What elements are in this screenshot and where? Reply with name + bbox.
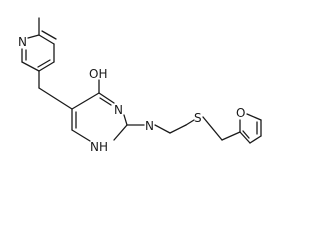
atom-label-furan-o: O [236, 106, 245, 120]
bond-pyr-c4-c5 [38, 61, 55, 72]
bond-pym-n3-c2 [123, 114, 128, 126]
bond-fur-c4-c3 [249, 135, 262, 144]
chemical-structure: N OH N NH N S O [18, 17, 262, 154]
atom-label-ring-n3: N [114, 103, 123, 117]
bond-ch2-pyrimidine [38, 87, 73, 110]
bond-fur-o-c5 [246, 113, 262, 121]
bond-ch2-ch2 [169, 124, 187, 134]
bond-ch2-sulfur [185, 119, 195, 126]
bond-pym-c2-nh [113, 124, 128, 141]
bond-ch2-furan [221, 131, 241, 141]
atom-label-sulfur: S [194, 111, 202, 125]
bond-fur-c3-c2-double [242, 130, 250, 139]
bond-pyr-c5-c6 [21, 61, 40, 72]
bond-pyr-n-c2 [27, 34, 40, 39]
atom-label-hydroxyl: OH [89, 67, 107, 81]
bond-pyr-c4-c5-double [37, 59, 51, 68]
bond-sulfur-ch2 [202, 116, 223, 141]
atom-label-pyridine-n: N [18, 35, 27, 49]
bond-amine-ch2 [154, 124, 171, 134]
pyrimidine-ring [71, 79, 128, 142]
atom-label-ring-nh: NH [90, 140, 108, 154]
pyridine-ring [21, 17, 57, 72]
bond-pyr-c2-c3-double [41, 30, 57, 40]
furan-ring [239, 113, 262, 144]
atom-label-amine-n: N [145, 119, 154, 133]
bond-fur-c3-c2 [239, 131, 251, 144]
bond-pyr-c2-c3 [38, 34, 55, 45]
bond-pym-c4-n3-double [99, 97, 112, 106]
bond-pym-nh-c6 [71, 129, 91, 142]
bond-pym-c4-n3 [98, 92, 115, 104]
bond-pym-c5-c4 [71, 92, 100, 110]
